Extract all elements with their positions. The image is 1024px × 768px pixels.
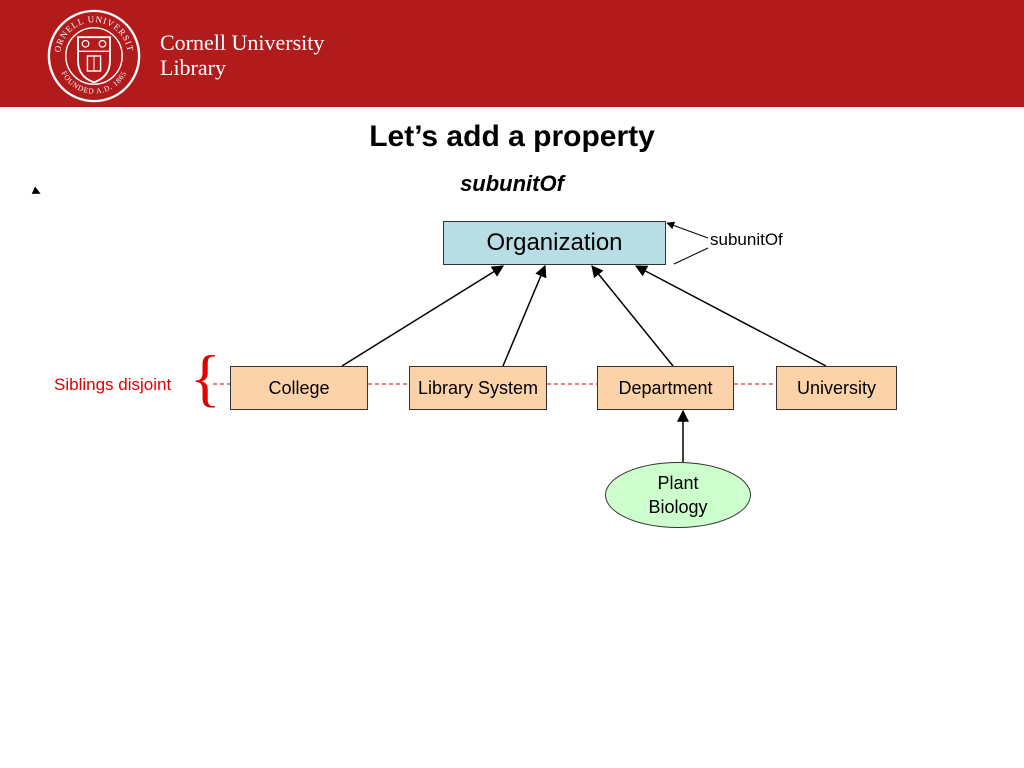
header-bar: CORNELL UNIVERSITY FOUNDED A.D. 1865 Cor…	[0, 0, 1024, 107]
subunitof-label: subunitOf	[710, 230, 783, 249]
cornell-seal-icon: CORNELL UNIVERSITY FOUNDED A.D. 1865	[47, 9, 141, 103]
slide-subtitle: subunitOf	[460, 171, 564, 196]
brand-name: Cornell University Library	[160, 30, 324, 80]
siblings-disjoint-label: Siblings disjoint	[54, 375, 172, 394]
node-department: Department	[597, 366, 734, 410]
edge-college-organization	[341, 265, 505, 367]
legend-arrow	[666, 221, 709, 239]
edge-university-organization	[634, 265, 827, 367]
edge-librarysystem-organization	[502, 264, 547, 367]
slide-title: Let’s add a property	[369, 120, 655, 153]
node-library-system: Library System	[409, 366, 547, 410]
brand-line-1: Cornell University	[160, 30, 325, 55]
node-university: University	[776, 366, 897, 410]
curly-brace-icon: {	[190, 342, 221, 413]
plant-biology-line-1: Plant	[657, 473, 699, 493]
node-plant-biology: Plant Biology	[605, 462, 751, 528]
edge-department-organization	[591, 265, 674, 367]
node-college: College	[230, 366, 368, 410]
plant-biology-line-2: Biology	[648, 497, 708, 517]
node-organization: Organization	[443, 221, 666, 265]
brand-line-2: Library	[160, 55, 226, 80]
legend-line	[673, 247, 709, 265]
